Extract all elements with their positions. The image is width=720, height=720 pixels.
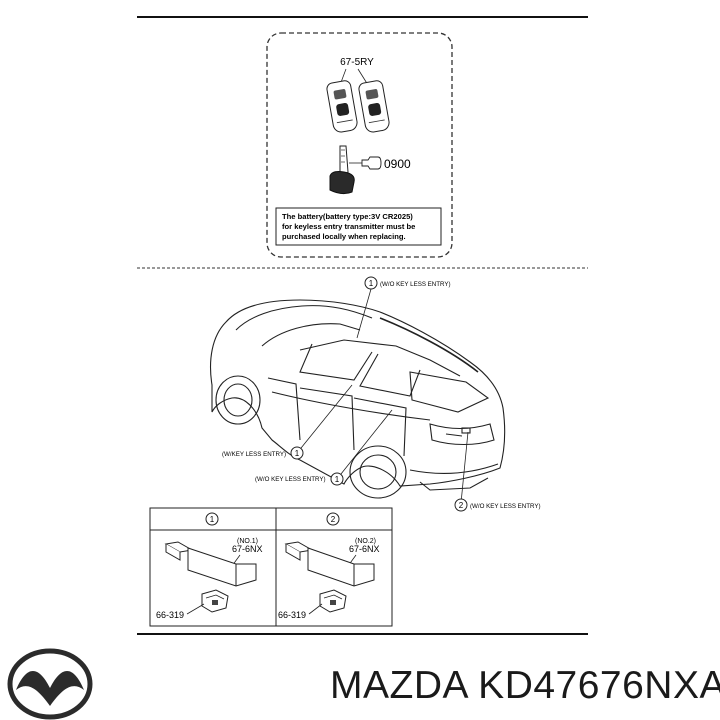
callout-number: 2 (459, 501, 464, 510)
key-head-icon (361, 156, 382, 170)
callout-circle (364, 276, 378, 290)
battery-note-line-1: The battery(battery type:3V CR2025) (282, 212, 413, 221)
rear-wheel (349, 445, 407, 499)
remote-key-icon (326, 80, 358, 133)
transmitter-part-label: 67-5RY (340, 57, 374, 68)
callout-leaders (296, 288, 469, 504)
detail-box-sub-part: 66-319 (278, 610, 306, 620)
callout-text: (W/O KEY LESS ENTRY) (470, 503, 541, 510)
detail-box-variant: (NO.2) (355, 538, 376, 545)
part-number-caption: MAZDA KD47676NXA (330, 664, 720, 707)
detail-box-2: 2 (NO.2) 67-6NX 66-319 (275, 507, 393, 627)
callout-text: (W/O KEY LESS ENTRY) (380, 281, 451, 288)
detail-box-sub-part: 66-319 (156, 610, 184, 620)
callout-circle (205, 512, 219, 526)
callout-text: (W/KEY LESS ENTRY) (222, 451, 286, 458)
detail-box-part: 67-6NX (232, 544, 263, 554)
transmitter-panel: 67-5RY 0900 The (266, 32, 453, 258)
battery-note-box (275, 207, 442, 246)
detail-box-part: 67-6NX (349, 544, 380, 554)
sub-part-leader (308, 603, 323, 615)
battery-note-line-2: for keyless entry transmitter must be (282, 222, 415, 231)
callout-text: (W/O KEY LESS ENTRY) (255, 476, 326, 483)
key-blade-icon (329, 145, 355, 195)
callout-number: 1 (335, 475, 340, 484)
car-illustration (209, 299, 506, 499)
remote-key-icon (358, 80, 390, 133)
transmitter-panel-border (266, 32, 453, 258)
mazda-logo-icon (7, 648, 93, 720)
front-wheel (215, 375, 261, 425)
callout-circle (454, 498, 468, 512)
callout-left: (W/KEY LESS ENTRY) 1 (222, 446, 304, 460)
callout-circle (330, 472, 344, 486)
detail-box-number: 2 (331, 515, 336, 524)
callout-circle (290, 446, 304, 460)
callout-number: 1 (369, 279, 374, 288)
callout-right: 2 (W/O KEY LESS ENTRY) (454, 498, 541, 512)
callout-number: 1 (295, 449, 300, 458)
sensor-unit-icon (164, 541, 257, 587)
callout-middle: (W/O KEY LESS ENTRY) 1 (255, 472, 344, 486)
sub-part-leader (186, 603, 205, 615)
callout-top: 1 (W/O KEY LESS ENTRY) (364, 276, 451, 290)
battery-note-line-3: purchased locally when replacing. (282, 232, 406, 241)
detail-box-number: 1 (210, 515, 215, 524)
detail-box-variant: (NO.1) (237, 538, 258, 545)
bracket-clip-icon (201, 589, 229, 613)
key-part-label: 0900 (384, 157, 411, 171)
callout-circle (326, 512, 340, 526)
sensor-unit-icon (284, 541, 375, 587)
detail-box-1: 1 (NO.1) 67-6NX 66-319 (149, 507, 277, 627)
